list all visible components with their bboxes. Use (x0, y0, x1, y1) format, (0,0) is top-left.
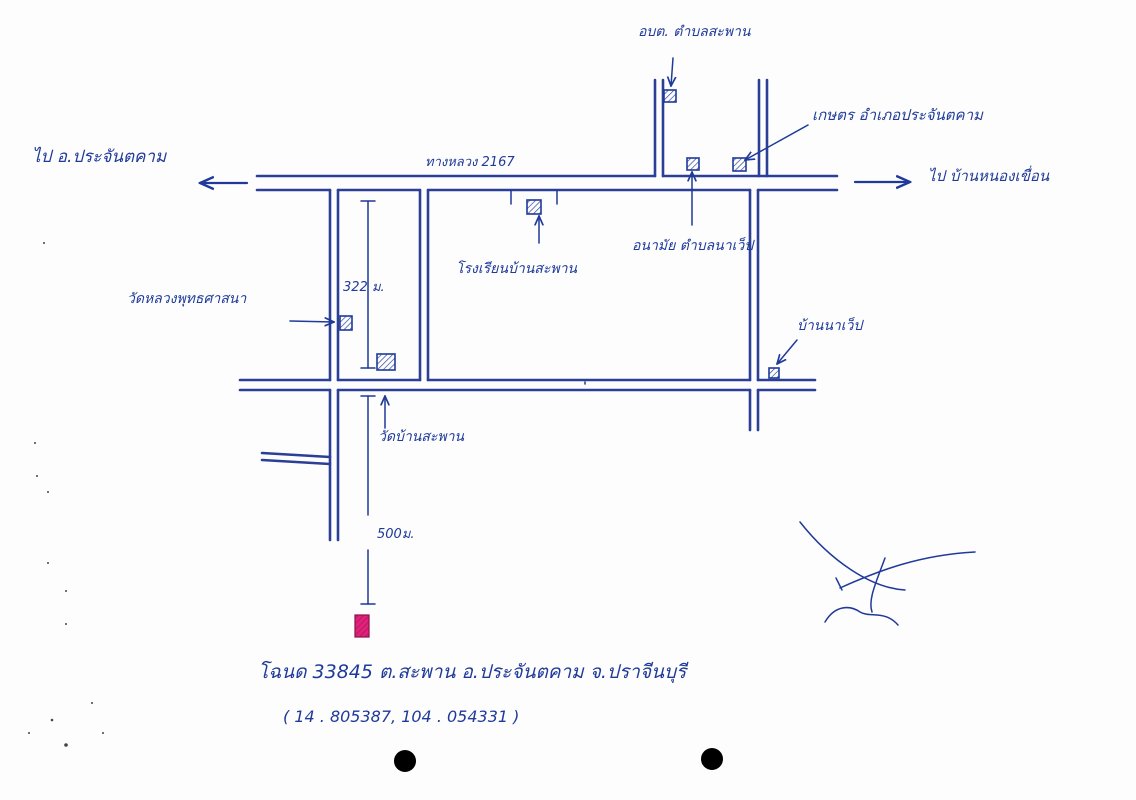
target-plot-hatch (355, 615, 369, 637)
distance-bar-500 (360, 395, 376, 605)
label-to-prachantakham: ไป อ.ประจันตคาม (32, 146, 167, 167)
school-gate (510, 189, 558, 205)
scan-specks (28, 242, 104, 747)
pointer-arrow-icon (777, 339, 798, 364)
tambon-office-icon (663, 89, 677, 103)
label-tambon-office: อบต. ตำบลสะพาน (638, 24, 751, 40)
label-agri-office: เกษตร อำเภอประจันตคาม (812, 106, 984, 124)
right-road (748, 188, 760, 432)
location-title: โฉนด 33845 ต.สะพาน อ.ประจันตคาม จ.ปราจีน… (258, 660, 689, 683)
north-road (653, 78, 769, 178)
lower-road (238, 378, 817, 392)
pointer-arrow-icon (671, 57, 673, 86)
label-distance-322: 322 ม. (343, 280, 385, 295)
distance-bar-322 (360, 200, 376, 369)
coordinates-text: ( 14 . 805387, 104 . 054331 ) (283, 707, 519, 726)
health-center-icon (686, 157, 700, 171)
label-distance-500: 500ม. (377, 527, 415, 542)
ban-na-wep-icon (768, 367, 780, 379)
temple-building-icon (376, 353, 396, 371)
middle-road (418, 188, 430, 382)
side-road (260, 451, 332, 466)
label-ban-na-wep: บ้านนาเว็ป (797, 317, 864, 334)
agri-office-icon (732, 157, 747, 172)
punch-hole (701, 748, 723, 770)
pointer-arrow-icon (745, 124, 809, 160)
school-icon (526, 199, 542, 215)
label-school: โรงเรียนบ้านสะพาน (456, 260, 577, 277)
label-highway: ทางหลวง 2167 (425, 155, 515, 170)
label-community-temple: วัดหลวงพุทธศาสนา (127, 291, 247, 307)
highway-2167 (255, 174, 839, 192)
signature-icon (799, 521, 976, 626)
punch-hole (394, 750, 416, 772)
pointer-arrow-icon (289, 321, 334, 322)
community-temple-icon (339, 315, 353, 331)
label-health-center: อนามัย ตำบลนาเว็ป (632, 237, 755, 254)
label-to-ban-nong-khuean: ไป บ้านหนองเขื่อน (928, 165, 1050, 185)
label-wat-ban-saphan: วัดบ้านสะพาน (378, 429, 464, 445)
left-road (328, 188, 340, 542)
